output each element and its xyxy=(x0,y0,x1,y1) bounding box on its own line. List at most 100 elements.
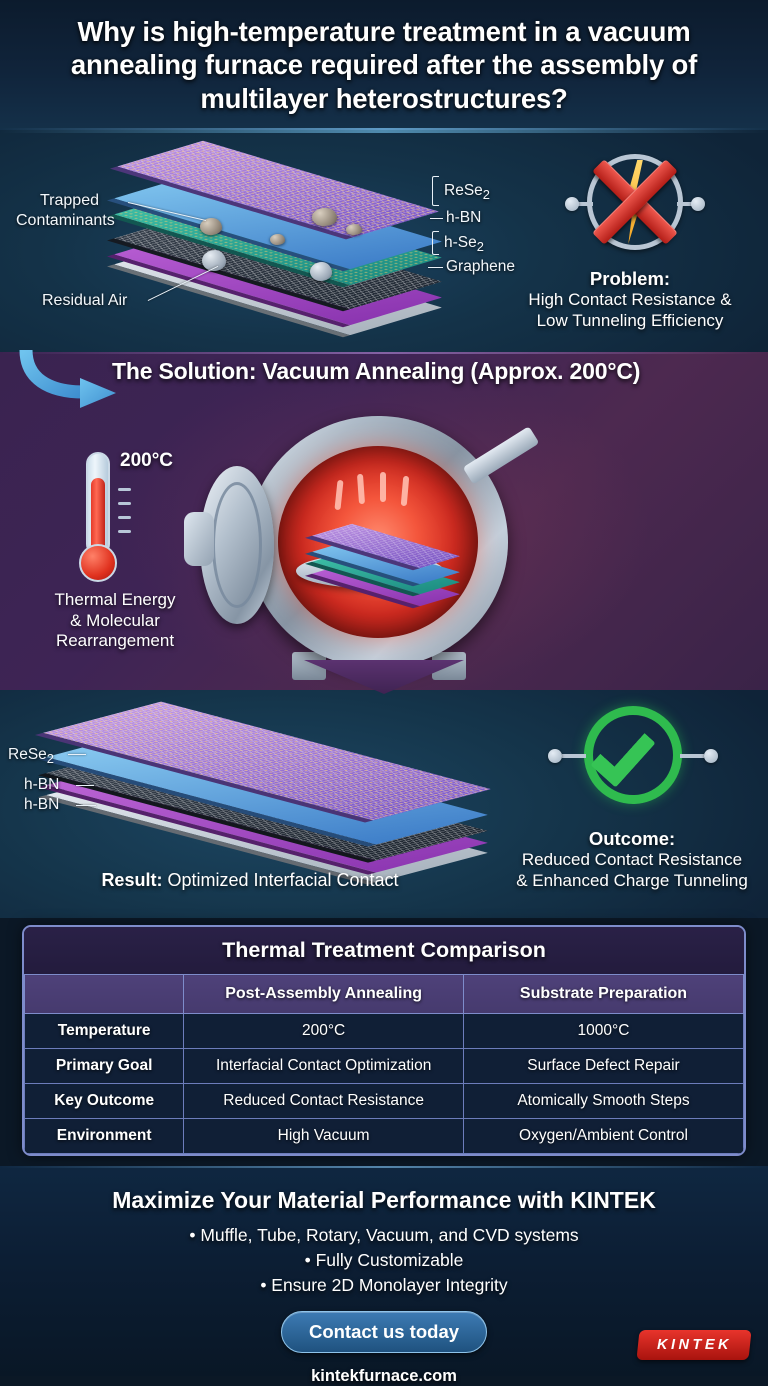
furnace-handle xyxy=(184,512,214,566)
node-right-icon xyxy=(704,749,718,763)
cell-environment-substrate: Oxygen/Ambient Control xyxy=(462,1118,744,1154)
table-row: Primary Goal Interfacial Contact Optimiz… xyxy=(24,1048,744,1084)
contaminant-blob xyxy=(270,234,285,245)
node-left-icon xyxy=(548,749,562,763)
footer-bullet-3: • Ensure 2D Monolayer Integrity xyxy=(260,1274,508,1295)
label-rese2: ReSe2 xyxy=(444,182,490,203)
sample-heterostructure xyxy=(305,520,462,609)
result-caption: Result: Optimized Interfacial Contact xyxy=(0,870,500,891)
label-trapped-contaminants-line1: Trapped xyxy=(40,192,99,209)
node-right-icon xyxy=(691,197,705,211)
cell-goal-annealing: Interfacial Contact Optimization xyxy=(183,1048,464,1084)
connector-right xyxy=(680,754,704,758)
leader-line-graphene xyxy=(428,267,443,269)
cell-goal-substrate: Surface Defect Repair xyxy=(462,1048,744,1084)
contaminated-heterostructure-illustration xyxy=(107,140,442,340)
row-label-primary-goal: Primary Goal xyxy=(24,1048,185,1084)
table-title: Thermal Treatment Comparison xyxy=(24,927,744,974)
label-h-bn-top: h-BN xyxy=(24,776,60,793)
thermal-energy-caption: Thermal Energy & Molecular Rearrangement xyxy=(10,590,220,652)
thermal-label-line3: Rearrangement xyxy=(55,631,175,651)
website-url[interactable]: kintekfurnace.com xyxy=(311,1366,457,1385)
residual-air-bubble xyxy=(202,250,226,271)
cell-outcome-annealing: Reduced Contact Resistance xyxy=(183,1083,464,1119)
table-row: Temperature 200°C 1000°C xyxy=(24,1013,744,1049)
furnace-exhaust-port xyxy=(462,426,540,485)
label-graphene: Graphene xyxy=(446,258,515,275)
node-left-icon xyxy=(565,197,579,211)
contact-us-button[interactable]: Contact us today xyxy=(280,1310,488,1353)
table-row: Environment High Vacuum Oxygen/Ambient C… xyxy=(24,1118,744,1154)
connector-right xyxy=(677,202,693,206)
outcome-caption: Outcome: Reduced Contact Resistance & En… xyxy=(498,828,766,891)
problem-caption-title: Problem: xyxy=(589,268,671,289)
problem-section: Trapped Contaminants Residual Air ReSe2 … xyxy=(0,130,768,352)
footer-cta-section: Maximize Your Material Performance with … xyxy=(0,1166,768,1385)
comparison-table: Thermal Treatment Comparison Post-Assemb… xyxy=(22,925,746,1156)
heat-wave xyxy=(356,473,366,505)
contaminant-blob xyxy=(346,224,362,235)
table-header-row: Post-Assembly Annealing Substrate Prepar… xyxy=(24,974,744,1014)
table-row: Key Outcome Reduced Contact Resistance A… xyxy=(24,1083,744,1119)
table-col-header-1: Post-Assembly Annealing xyxy=(183,974,464,1014)
row-label-key-outcome: Key Outcome xyxy=(24,1083,185,1119)
label-h-bn-bottom: h-BN xyxy=(24,796,60,813)
leader-line-hbn xyxy=(430,218,443,220)
row-label-temperature: Temperature xyxy=(24,1013,185,1049)
problem-caption: Problem: High Contact Resistance & Low T… xyxy=(495,268,765,331)
result-caption-text: Optimized Interfacial Contact xyxy=(162,870,399,890)
table-corner-cell xyxy=(24,974,185,1014)
leader-line-hbn-bottom xyxy=(76,805,96,807)
heat-wave xyxy=(334,479,344,511)
footer-headline: Maximize Your Material Performance with … xyxy=(112,1187,656,1213)
vacuum-furnace-illustration xyxy=(184,408,570,680)
optimized-heterostructure-illustration xyxy=(35,701,491,885)
curved-arrow-icon xyxy=(19,349,116,408)
x-mark-icon xyxy=(581,152,689,252)
footer-bullet-list: • Muffle, Tube, Rotary, Vacuum, and CVD … xyxy=(0,1223,768,1298)
footer-bullet-2: • Fully Customizable xyxy=(304,1249,464,1270)
solution-title: The Solution: Vacuum Annealing (Approx. … xyxy=(112,358,641,384)
contaminant-blob xyxy=(200,218,222,235)
connector-left xyxy=(577,202,593,206)
leader-line-hbn-top xyxy=(76,785,94,787)
cell-temperature-annealing: 200°C xyxy=(183,1013,464,1049)
label-trapped-contaminants-line2: Contaminants xyxy=(16,212,115,229)
contaminant-blob xyxy=(312,208,337,226)
problem-icon xyxy=(565,148,705,260)
connector-left xyxy=(562,754,586,758)
header-banner: Why is high-temperature treatment in a v… xyxy=(0,0,768,130)
thermometer-icon xyxy=(78,452,131,582)
label-h-se2: h-Se2 xyxy=(444,234,484,255)
row-label-environment: Environment xyxy=(24,1118,185,1154)
thermal-label-line2: & Molecular xyxy=(70,610,160,630)
problem-caption-line1: High Contact Resistance & xyxy=(528,290,732,309)
bracket-hse2 xyxy=(432,231,439,255)
label-rese2: ReSe2 xyxy=(8,746,54,767)
thermal-label-line1: Thermal Energy xyxy=(54,590,176,609)
heat-wave xyxy=(380,472,386,502)
outcome-caption-title: Outcome: xyxy=(588,828,676,849)
table-col-header-2: Substrate Preparation xyxy=(462,974,744,1014)
footer-bullet-1: • Muffle, Tube, Rotary, Vacuum, and CVD … xyxy=(189,1225,579,1245)
leader-line-rese2 xyxy=(68,754,86,756)
cell-outcome-substrate: Atomically Smooth Steps xyxy=(462,1083,744,1119)
result-caption-prefix: Result: xyxy=(101,870,163,890)
cell-environment-annealing: High Vacuum xyxy=(183,1118,464,1154)
kintek-logo-text: KINTEK xyxy=(656,1337,732,1353)
thermometer-value: 200°C xyxy=(120,450,174,471)
problem-caption-line2: Low Tunneling Efficiency xyxy=(536,310,724,330)
label-h-bn: h-BN xyxy=(446,209,482,226)
outcome-caption-line1: Reduced Contact Resistance xyxy=(521,850,743,869)
bracket-rese2 xyxy=(432,176,439,206)
residual-air-bubble xyxy=(310,262,332,281)
cell-temperature-substrate: 1000°C xyxy=(462,1013,744,1049)
result-section: ReSe2 h-BN h-BN Result: Optimized Interf… xyxy=(0,690,768,918)
outcome-icon xyxy=(548,702,718,820)
label-residual-air: Residual Air xyxy=(42,292,128,309)
solution-section: 200°C Thermal Energy & Molecular Rearran… xyxy=(0,352,768,690)
heat-wave xyxy=(400,475,410,507)
page-title: Why is high-temperature treatment in a v… xyxy=(70,15,698,114)
thermal-comparison-table: Post-Assembly Annealing Substrate Prepar… xyxy=(24,974,744,1154)
outcome-caption-line2: & Enhanced Charge Tunneling xyxy=(516,870,748,890)
